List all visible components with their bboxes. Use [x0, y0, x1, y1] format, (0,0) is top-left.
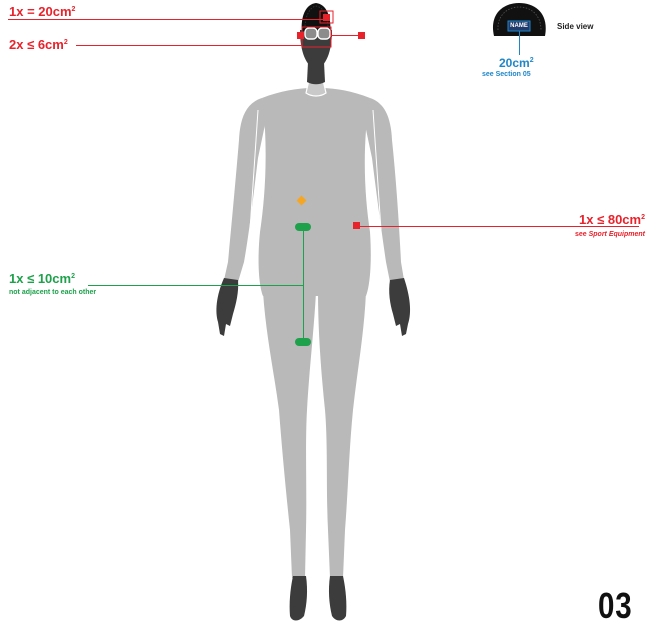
upper-leg-marker [295, 223, 311, 231]
page-number: 03 [598, 588, 632, 624]
side-view-area-label: 20cm2 [499, 56, 534, 70]
side-view-note: see Section 05 [482, 71, 531, 79]
goggles-icon-right-lens [318, 28, 330, 39]
torso-marker [353, 222, 360, 229]
left-hand [216, 278, 238, 336]
right-hand [389, 278, 410, 336]
left-foot [290, 576, 307, 621]
leg-note: not adjacent to each other [9, 289, 96, 297]
side-view-caption: Side view [557, 22, 593, 32]
right-foot [329, 576, 346, 621]
lower-leg-marker [295, 338, 311, 346]
head [300, 3, 332, 70]
leg-label: 1x ≤ 10cm2 [9, 272, 75, 286]
torso-label: 1x ≤ 80cm2 [579, 213, 645, 227]
right-leg [318, 292, 366, 578]
swimsuit-body [224, 80, 404, 578]
goggles-label: 2x ≤ 6cm2 [9, 38, 68, 52]
goggles-marker-right [358, 32, 365, 39]
torso [259, 88, 371, 296]
torso-note: see Sport Equipment [575, 231, 645, 239]
left-leg [263, 292, 316, 578]
goggles-icon-left-lens [305, 28, 317, 39]
goggles-marker-left [297, 32, 304, 39]
side-view-name-tag: NAME [508, 22, 530, 30]
cap-logo-marker [323, 14, 330, 21]
cap-logo-label: 1x = 20cm2 [9, 5, 75, 19]
